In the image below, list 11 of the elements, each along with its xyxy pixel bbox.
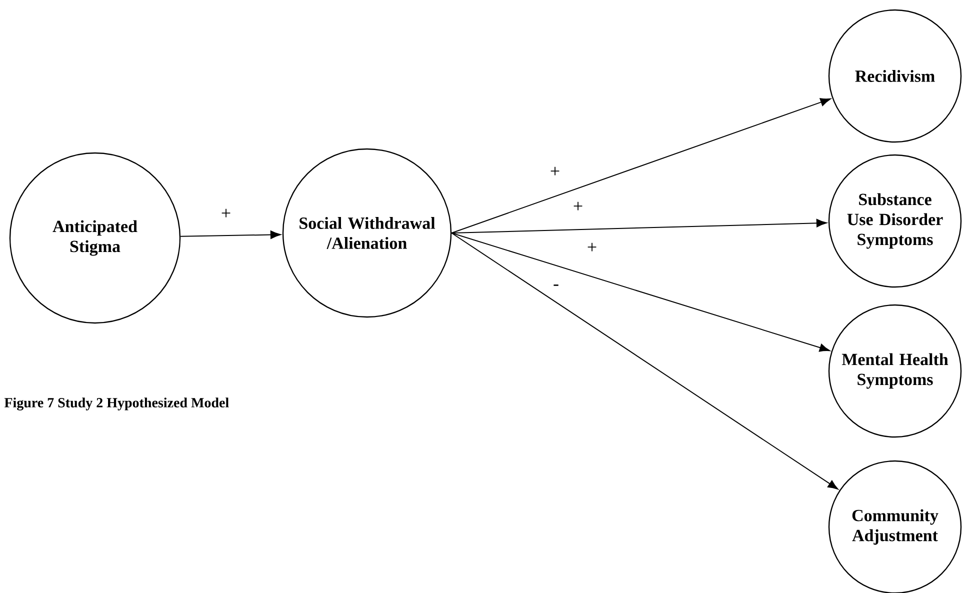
- arrow: [451, 98, 831, 234]
- arrow: [451, 232, 830, 352]
- arrow: [451, 232, 838, 490]
- edge-label: +: [572, 200, 584, 214]
- edge-label: -: [552, 284, 560, 290]
- edge-label: +: [586, 242, 598, 254]
- figure-caption: Figure 7 Study 2 Hypothesized Model: [4, 398, 229, 410]
- edge-label: +: [548, 166, 562, 178]
- arrow: [180, 230, 281, 239]
- arrow: [451, 218, 827, 234]
- edge-label: +: [220, 208, 232, 220]
